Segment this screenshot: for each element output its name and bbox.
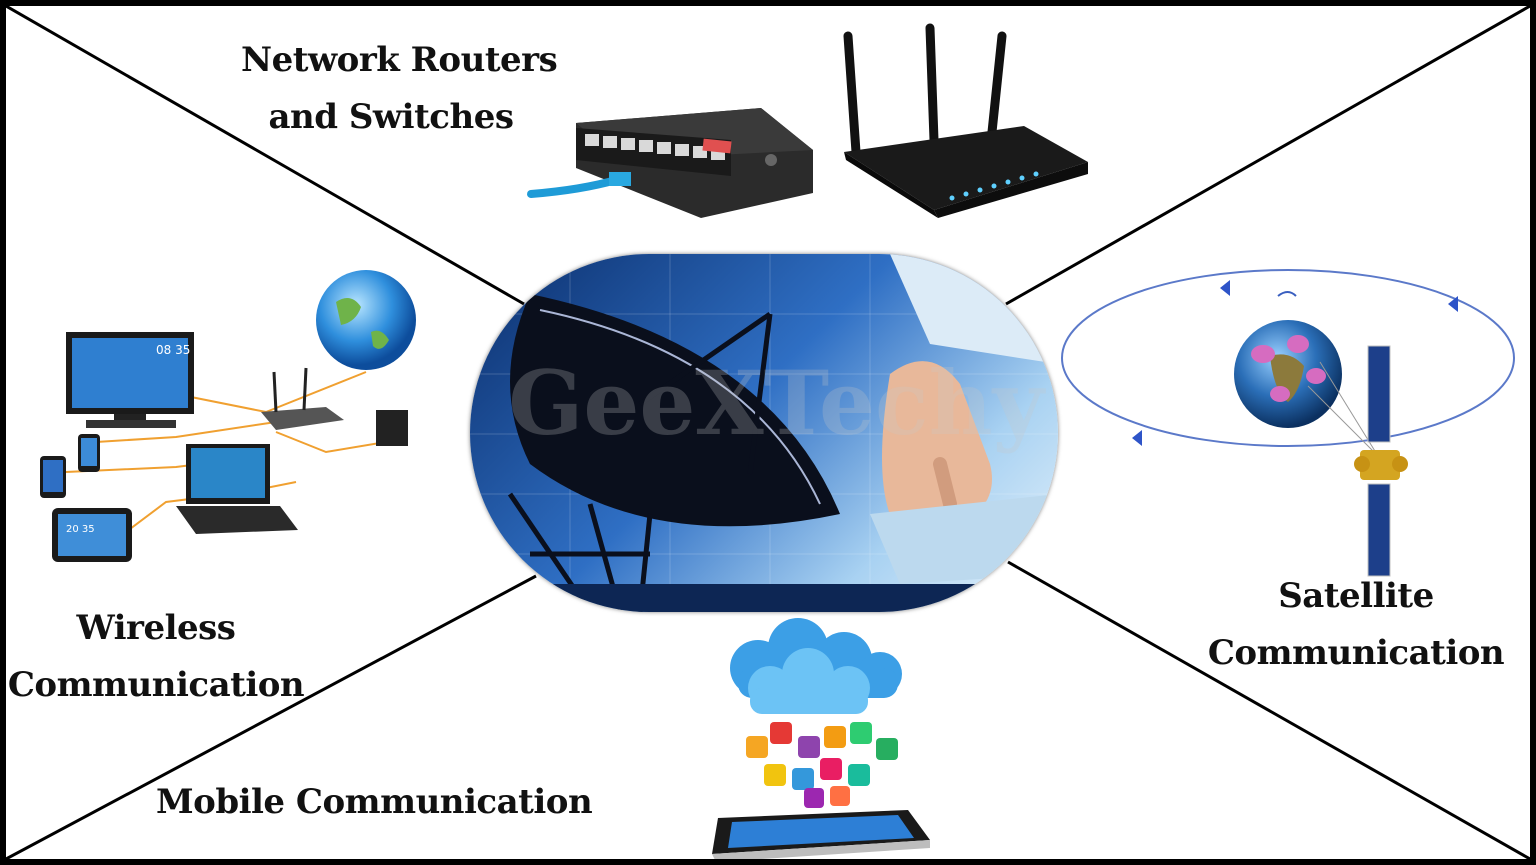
label-line: and Switches [268,97,515,137]
satellite-dish-touchscreen-image [470,254,1058,612]
network-switch-illustration [527,108,813,218]
label-line: Satellite [1278,576,1434,616]
wireless-devices-illustration: 08 35 20 35 [40,270,416,562]
orbit-arrow-icon [1220,280,1230,296]
orbit-arrow-icon [1448,296,1458,312]
label-line: Communication [7,665,305,705]
divider-top-right [1005,6,1530,306]
label-line: Network Routers [241,40,558,80]
divider-lines [6,6,1530,859]
label-mobile-communication: Mobile Communication [156,782,593,822]
label-line: Communication [1207,633,1505,673]
divider-bottom-right [1007,560,1530,859]
cloud-mobile-illustration [712,618,930,859]
satellite-orbit-illustration [1061,269,1515,577]
globe-icon [316,270,416,370]
label-line: Wireless [76,608,236,648]
divider-bottom-left [6,574,537,859]
divider-top-left [6,6,525,306]
svg-text:08 35: 08 35 [156,343,190,357]
center-art-svg [470,254,1058,612]
diagram-canvas: 08 35 20 35 [6,6,1530,859]
svg-text:20 35: 20 35 [66,524,95,535]
label-network-routers: Network Routers and Switches [241,32,558,146]
label-wireless-communication: Wireless Communication [6,600,306,714]
wireless-router-illustration [843,23,1088,218]
orbit-arrow-icon [1132,430,1142,446]
label-satellite-communication: Satellite Communication [1201,568,1511,682]
